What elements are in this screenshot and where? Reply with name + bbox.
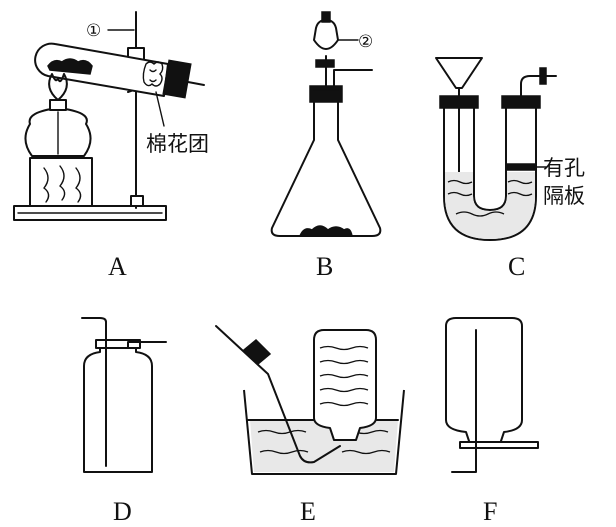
- long-neck-funnel: [435, 57, 483, 89]
- label-e: E: [300, 497, 316, 526]
- apparatus-e: E: [215, 325, 405, 526]
- solid-reactant: [47, 58, 93, 75]
- flask-solid: [298, 225, 353, 237]
- flame-icon: [48, 73, 68, 101]
- cotton-plug: [142, 61, 164, 87]
- conical-flask: [270, 99, 382, 237]
- plate-label-line2: 隔板: [543, 184, 585, 208]
- cotton-label: 棉花团: [146, 132, 209, 156]
- plate-label-line1: 有孔: [543, 156, 585, 180]
- test-tube: [34, 42, 169, 97]
- apparatus-b: ② B: [270, 11, 382, 281]
- delivery-tube: [333, 69, 373, 87]
- rubber-stopper: [162, 59, 192, 99]
- tube-f: [451, 329, 477, 473]
- long-tube-d: [81, 317, 107, 467]
- collecting-bottle: [83, 339, 153, 473]
- apparatus-c: 有孔 隔板 C: [435, 57, 585, 281]
- short-tube-d: [127, 341, 167, 349]
- u-tube-liquid: [445, 172, 535, 239]
- label-c: C: [508, 252, 525, 281]
- delivery-tube-e: [215, 325, 341, 464]
- marker-1: ①: [86, 21, 101, 41]
- marker-2: ②: [358, 32, 373, 52]
- rubber-joint: [242, 338, 272, 366]
- lamp-box: [29, 157, 93, 207]
- label-d: D: [113, 497, 132, 526]
- perforated-plate: [506, 163, 536, 171]
- inverted-bottle-f: [445, 317, 523, 445]
- flask-stopper: [309, 85, 343, 103]
- inverted-bottle: [313, 329, 377, 441]
- pinch-clip: [539, 67, 547, 85]
- glass-plate: [459, 441, 539, 449]
- apparatus-f: F: [445, 317, 539, 526]
- u-tube: [443, 103, 537, 241]
- apparatus-a: ① 棉花团 A: [13, 11, 209, 281]
- apparatus-d: D: [81, 317, 167, 526]
- right-stopper: [501, 95, 541, 109]
- label-a: A: [108, 252, 127, 281]
- stopcock: [315, 59, 335, 68]
- label-b: B: [316, 252, 333, 281]
- left-stopper: [439, 95, 479, 109]
- bottle-stopper-d: [95, 339, 141, 349]
- outlet-tube: [520, 75, 557, 97]
- label-f: F: [483, 497, 497, 526]
- separatory-funnel: [313, 19, 339, 50]
